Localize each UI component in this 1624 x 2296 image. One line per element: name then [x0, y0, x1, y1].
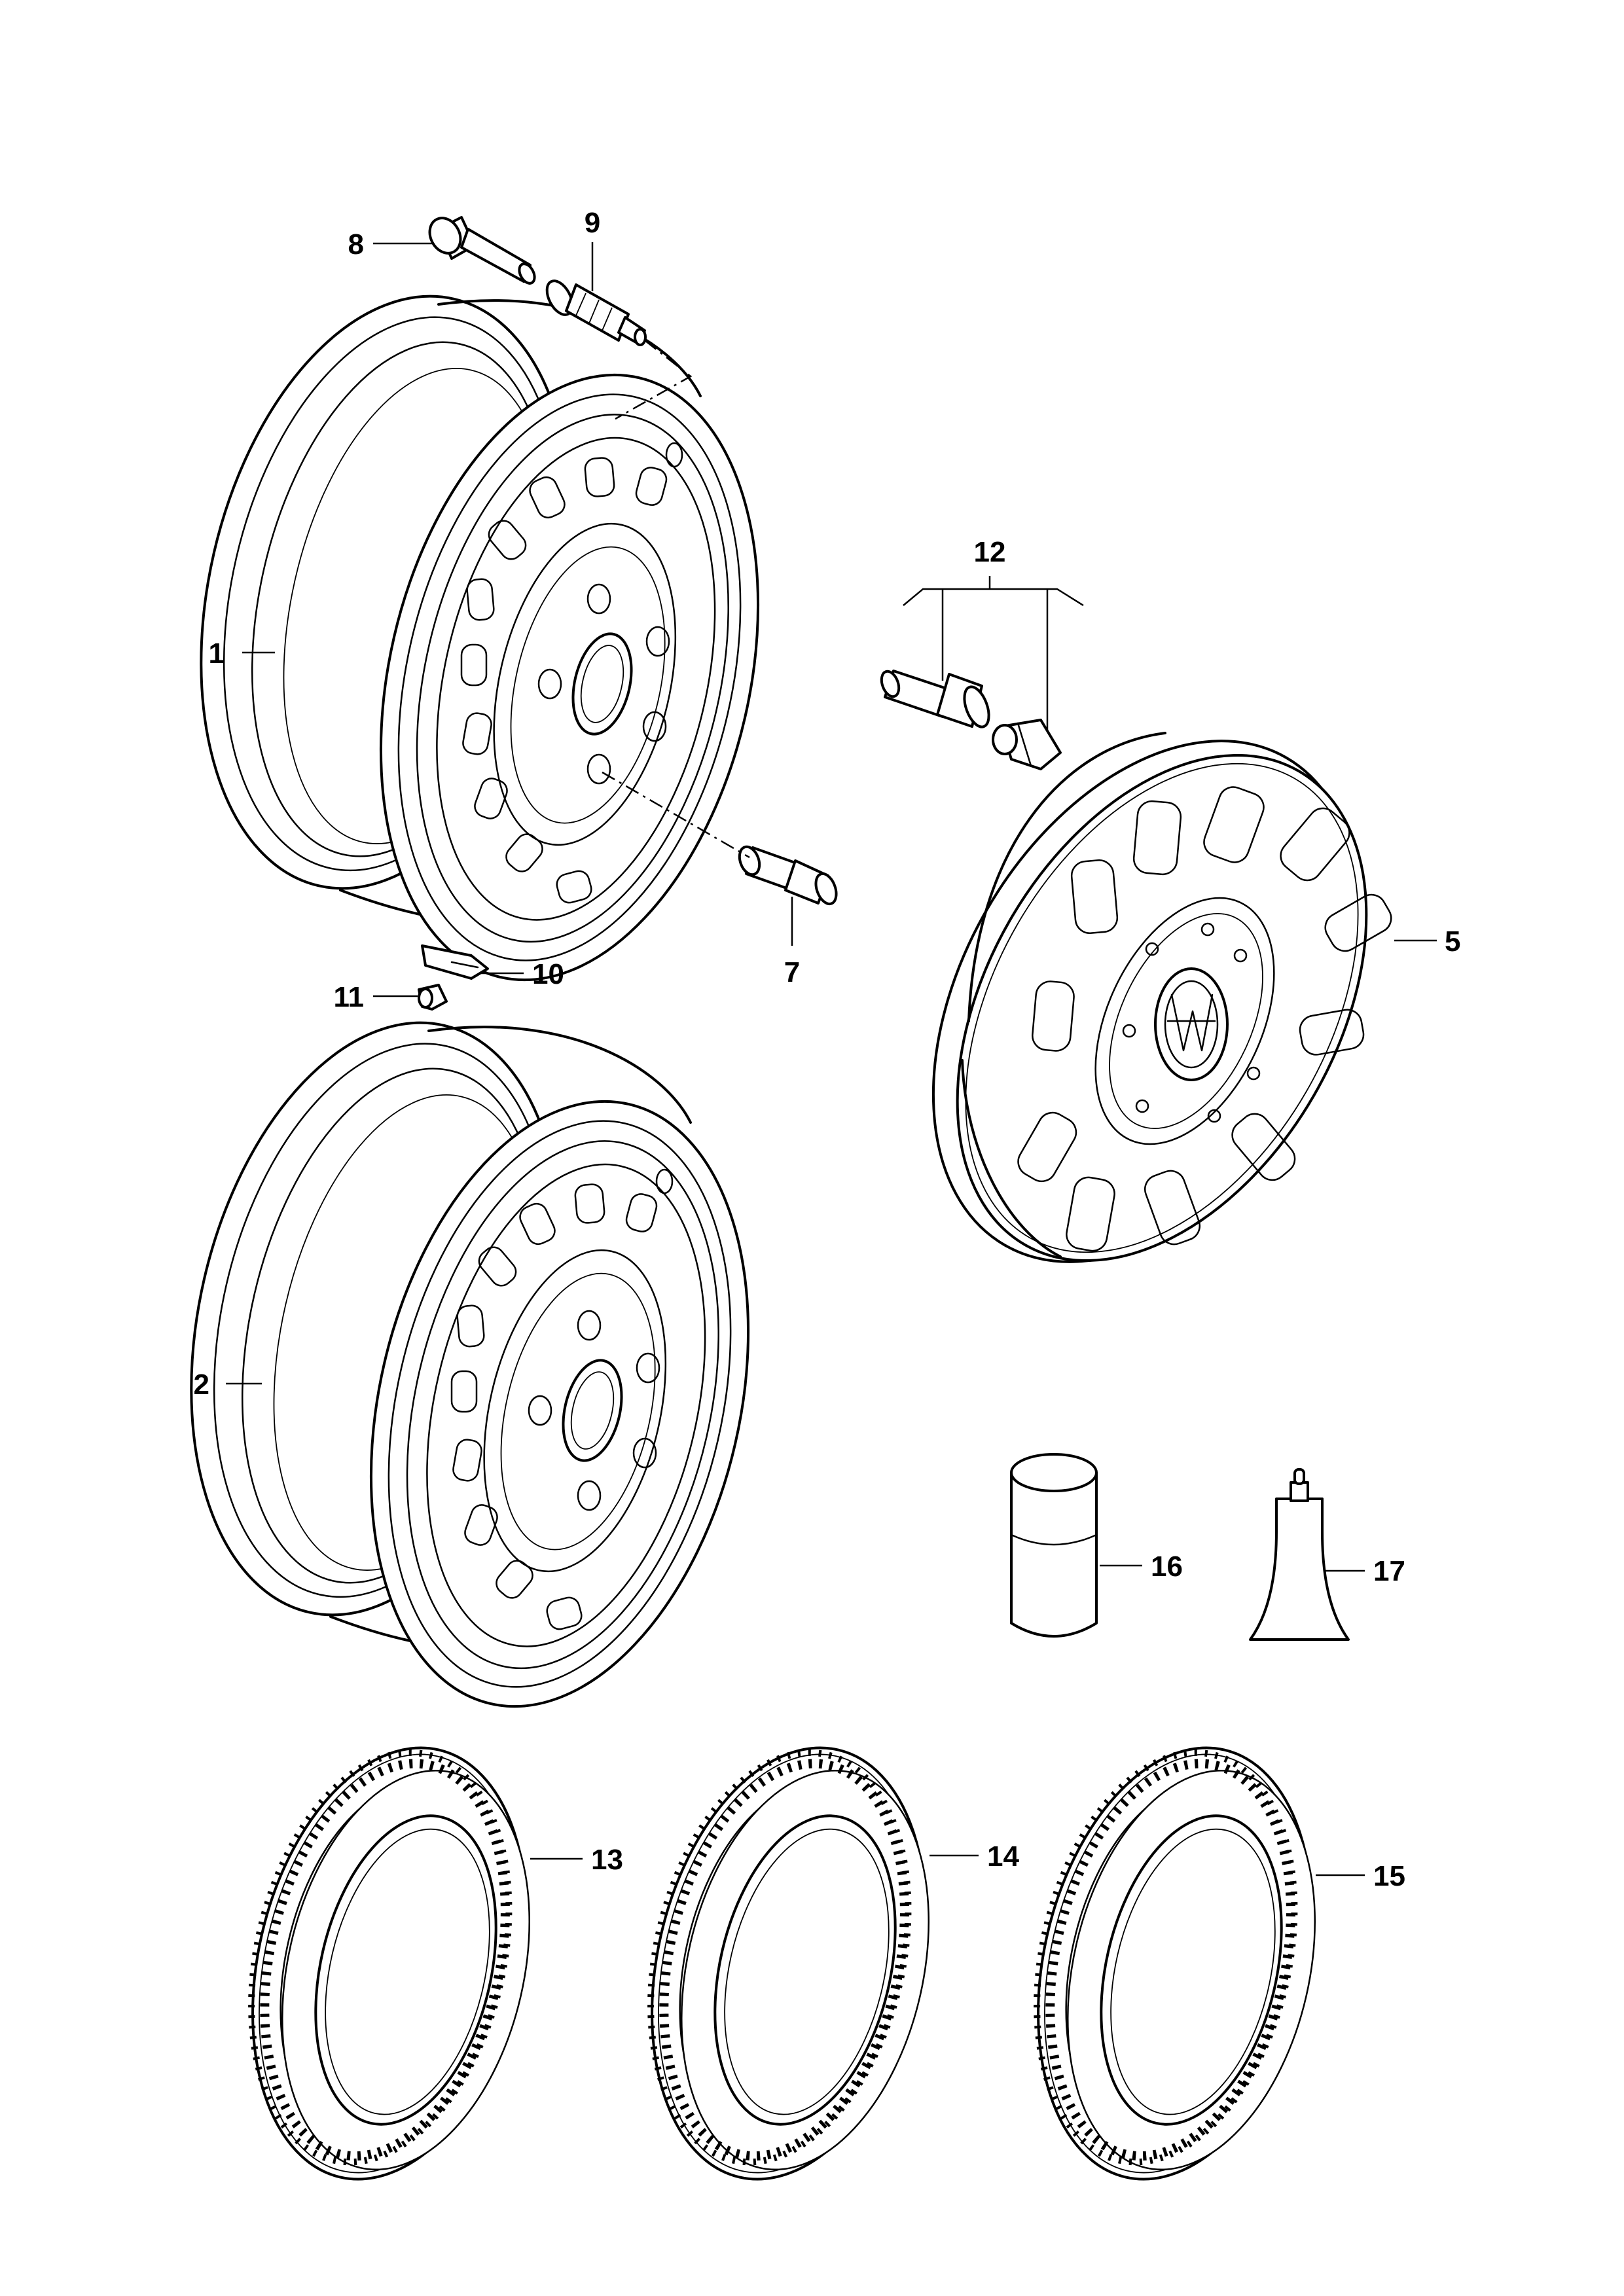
locking-bolt-set-12: [880, 670, 1062, 770]
sealant-can-16: [1010, 1453, 1098, 1638]
valve-stem-8: [428, 216, 536, 285]
mounting-paste-tube-17: [1249, 1468, 1350, 1641]
bracket-12: [903, 588, 1084, 607]
bolt-axis-line: [602, 771, 750, 859]
callout-15: 15: [1373, 1860, 1405, 1892]
balance-weight-clip-10: [421, 944, 489, 980]
callout-10: 10: [532, 958, 564, 990]
steel-rim-1: [145, 258, 816, 1019]
callout-5: 5: [1445, 925, 1460, 958]
callout-11: 11: [333, 981, 364, 1013]
callout-1: 1: [209, 637, 225, 670]
tyre-13: [213, 1721, 566, 2207]
tyre-14: [612, 1721, 965, 2207]
callout-12: 12: [974, 536, 1006, 568]
callout-17: 17: [1373, 1555, 1405, 1587]
valve-stem-9: [545, 279, 647, 346]
callout-14: 14: [987, 1840, 1019, 1873]
callout-16: 16: [1151, 1551, 1183, 1583]
callout-7: 7: [784, 956, 800, 988]
tyre-15: [998, 1721, 1352, 2207]
wheel-bolt-7: [738, 845, 838, 906]
callout-8: 8: [348, 228, 364, 260]
hubcap-5: [931, 732, 1392, 1263]
callout-13: 13: [591, 1844, 623, 1876]
steel-rim-2: [135, 984, 806, 1746]
valve-axis-line: [615, 340, 693, 420]
callout-2: 2: [194, 1369, 209, 1401]
callout-9: 9: [585, 207, 600, 239]
balance-weight-11: [418, 984, 448, 1011]
